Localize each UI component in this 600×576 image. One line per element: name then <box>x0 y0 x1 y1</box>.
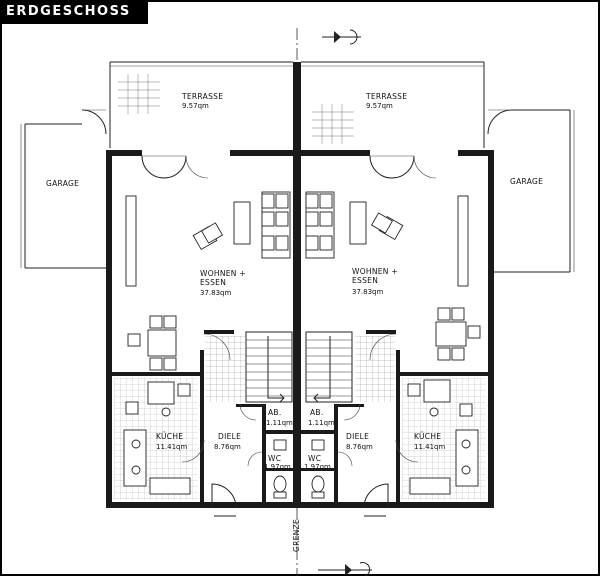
kitchen-right-label: KÜCHE <box>414 432 441 441</box>
interior-doors <box>181 333 419 467</box>
living-right-area: 37.83qm <box>352 288 383 296</box>
staircase-right <box>305 331 353 403</box>
garage-right-outline <box>490 109 575 273</box>
living-right-label-1: WOHNEN + <box>352 267 398 276</box>
interior-walls-left <box>112 330 293 502</box>
garage-left-label: GARAGE <box>46 179 79 188</box>
terrace-left-label: TERRASSE <box>181 92 223 101</box>
patio-doors <box>141 155 437 179</box>
kitchen-right-area: 11.41qm <box>414 443 445 451</box>
living-left-label-2: ESSEN <box>200 278 226 287</box>
terrace-left-area: 9.57qm <box>182 102 209 110</box>
kitchen-left-area: 11.41qm <box>156 443 187 451</box>
boundary-label: GRENZE <box>292 519 301 552</box>
terrace-right-outline <box>301 61 513 148</box>
hall-right-label: DIELE <box>346 432 369 441</box>
terrace-right-label: TERRASSE <box>365 92 407 101</box>
party-wall <box>293 62 301 508</box>
storage-left-area: 1.11qm <box>266 419 293 427</box>
wc-fixtures <box>273 439 325 499</box>
living-left-label-1: WOHNEN + <box>200 269 246 278</box>
hall-tiles-right <box>355 336 395 402</box>
kitchen-left-label: KÜCHE <box>156 432 183 441</box>
wc-left-label: WC <box>268 454 281 463</box>
storage-right-area: 1.11qm <box>308 419 335 427</box>
hall-tiles-left <box>205 336 245 402</box>
storage-left-label: AB. <box>268 408 282 417</box>
furniture-left <box>123 191 291 495</box>
hall-left-label: DIELE <box>218 432 241 441</box>
hall-right-area: 8.76qm <box>346 443 373 451</box>
north-arrow-top-icon <box>322 29 361 45</box>
north-arrow-bottom-icon <box>318 562 372 576</box>
terrace-left-outline <box>81 61 293 148</box>
garage-left-outline <box>20 123 106 269</box>
hall-left-area: 8.76qm <box>214 443 241 451</box>
terrace-right-area: 9.57qm <box>366 102 393 110</box>
wc-left-area: 1.97qm <box>264 463 291 471</box>
interior-walls-right <box>301 330 488 502</box>
garage-right-label: GARAGE <box>510 177 543 186</box>
plan-title: ERDGESCHOSS <box>0 0 148 24</box>
entrance-doors <box>211 483 389 517</box>
wc-right-label: WC <box>308 454 321 463</box>
staircase-left <box>245 331 293 403</box>
living-left-area: 37.83qm <box>200 289 231 297</box>
living-right-label-2: ESSEN <box>352 276 378 285</box>
furniture-right <box>305 191 481 495</box>
storage-right-label: AB. <box>310 408 324 417</box>
wc-right-area: 1.97qm <box>304 463 331 471</box>
